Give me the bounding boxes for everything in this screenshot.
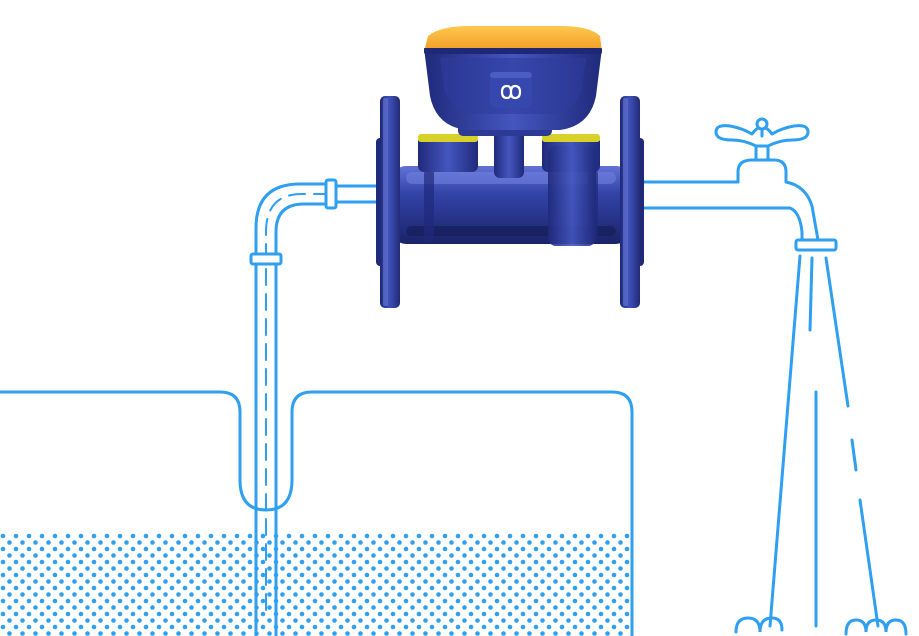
splash-left bbox=[734, 616, 784, 634]
water-stream bbox=[734, 254, 908, 636]
meter-top-cap bbox=[424, 26, 602, 52]
infinity-logo-icon bbox=[500, 84, 522, 100]
tap-handle-icon bbox=[714, 124, 810, 148]
splash-right bbox=[844, 618, 908, 636]
flow-meter bbox=[376, 26, 644, 308]
water-tank bbox=[0, 390, 634, 636]
pipe-coupling-upper bbox=[324, 178, 338, 210]
water-surface-dots bbox=[0, 532, 632, 636]
pipe-coupling-lower bbox=[249, 252, 283, 266]
inlet-pipe bbox=[249, 178, 380, 636]
tank-wall-left bbox=[0, 390, 634, 636]
meter-stem bbox=[494, 126, 524, 178]
outlet-faucet bbox=[638, 117, 838, 252]
faucet-nozzle-ring bbox=[794, 238, 838, 252]
sensor-pod-left bbox=[418, 136, 478, 172]
